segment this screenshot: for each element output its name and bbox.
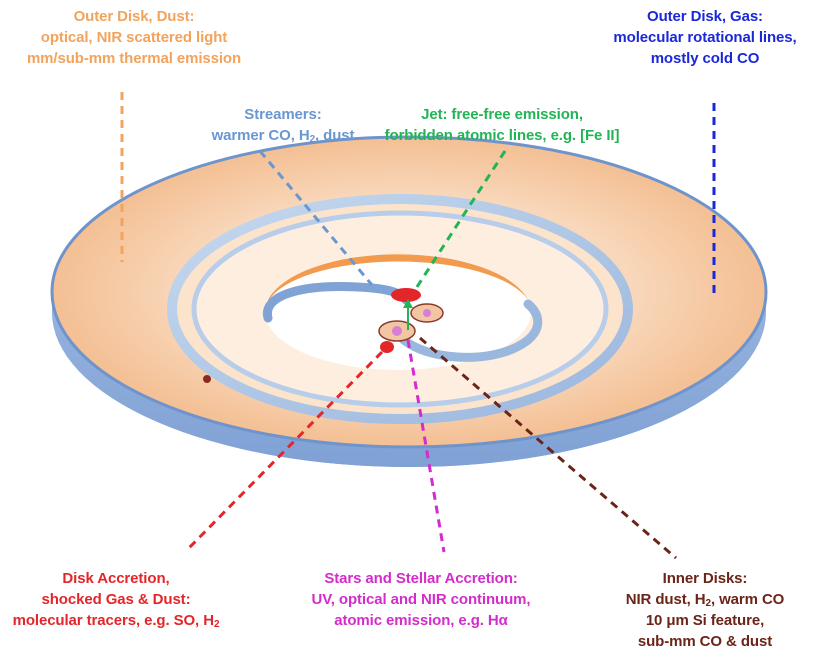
outer-gas-line2: mostly cold CO [650,50,760,67]
stellar-accretion-line2: atomic emission, e.g. Hα [334,612,508,629]
jet-line1: forbidden atomic lines, e.g. [Fe II] [384,127,620,144]
label-jet: Jet: free-free emission, forbidden atomi… [372,104,632,146]
inner-disks-title: Inner Disks: [662,570,748,587]
leader-stellar-accretion [406,339,446,553]
inner-wall [268,254,528,302]
disk-accretion-line2: molecular tracers, e.g. SO, H2 [12,612,220,630]
accretion-shock-spot [380,341,394,353]
outer-dust-line2: mm/sub-mm thermal emission [26,50,242,67]
leader-inner-disks [419,336,677,560]
label-disk-accretion: Disk Accretion, shocked Gas & Dust: mole… [6,568,226,631]
jet-title: Jet: free-free emission, [421,106,583,123]
jet-arrowhead [403,299,413,308]
streamers-title: Streamers: [244,106,322,123]
inner-disks-line3: sub-mm CO & dust [637,633,773,650]
label-outer-disk-dust: Outer Disk, Dust: optical, NIR scattered… [14,6,254,69]
inner-disks-line2: 10 μm Si feature, [645,612,765,629]
stellar-accretion-title: Stars and Stellar Accretion: [324,570,518,587]
outer-gas-line1: molecular rotational lines, [613,29,797,46]
outer-gas-title: Outer Disk, Gas: [647,8,763,25]
outer-dust-line1: optical, NIR scattered light [40,29,228,46]
primary-star [392,326,402,336]
label-inner-disks: Inner Disks: NIR dust, H2, warm CO 10 μm… [600,568,810,652]
inner-disks-line1: NIR dust, H2, warm CO [625,591,785,609]
streamer-right [390,299,543,362]
disk-accretion-line1: shocked Gas & Dust: [41,591,191,608]
jet-spot [391,288,421,302]
outer-dust-title: Outer Disk, Dust: [73,8,195,25]
outer-planet-dot [203,375,211,383]
label-outer-disk-gas: Outer Disk, Gas: molecular rotational li… [600,6,810,69]
label-stellar-accretion: Stars and Stellar Accretion: UV, optical… [296,568,546,631]
stellar-accretion-line1: UV, optical and NIR continuum, [311,591,531,608]
leader-streamers [258,150,374,286]
secondary-star [423,309,431,317]
disk-accretion-title: Disk Accretion, [62,570,170,587]
streamers-line1: warmer CO, H2, dust [211,127,355,145]
label-streamers: Streamers: warmer CO, H2, dust [198,104,368,146]
leader-disk-accretion [185,350,384,552]
